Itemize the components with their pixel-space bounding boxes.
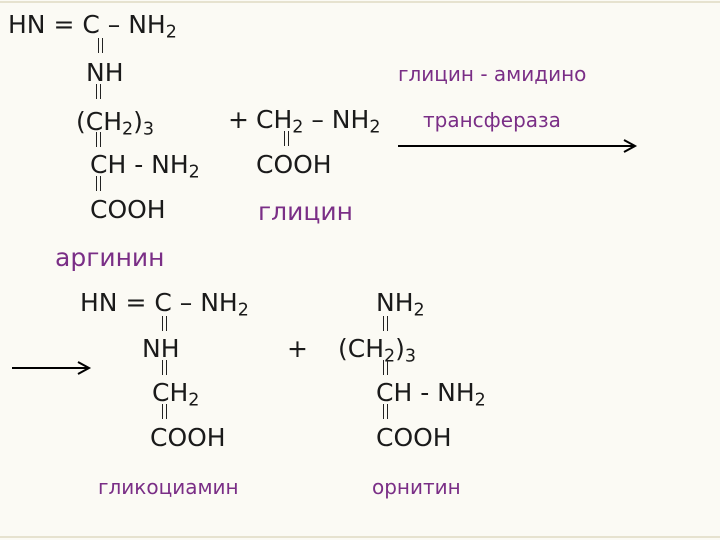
glycocyamine-nh: NH — [142, 334, 180, 363]
ornithine-plus: + — [287, 334, 308, 363]
glycocyamine-line1: HN = C – NH2 — [80, 288, 249, 321]
right-arrow-icon — [12, 361, 92, 375]
bottom-stripe — [0, 536, 720, 538]
arginine-bond-4 — [96, 176, 101, 191]
glycocyamine-ch2: CH2 — [152, 378, 200, 411]
ornithine-cooh: COOH — [376, 423, 452, 452]
ornithine-bond-2 — [383, 360, 388, 375]
glycocyamine-bond-1 — [162, 316, 167, 331]
ornithine-nh2: NH2 — [376, 288, 425, 321]
glycine-bond — [284, 131, 289, 146]
arginine-bond-3 — [96, 132, 101, 147]
arginine-bond-2 — [96, 84, 101, 99]
ornithine-ch2-3: (CH2)3 — [338, 334, 417, 367]
enzyme-name-line1: глицин - амидино — [398, 62, 587, 86]
glycocyamine-bond-3 — [162, 404, 167, 419]
ornithine-bond-3 — [383, 404, 388, 419]
glycine-cooh: COOH — [256, 150, 332, 179]
glycine-name: глицин — [258, 197, 353, 226]
right-arrow-icon — [398, 139, 638, 153]
glycine-ch2-nh2: CH2 – NH2 — [256, 105, 381, 138]
ornithine-name: орнитин — [372, 475, 461, 499]
arginine-line1: HN = C – NH2 — [8, 10, 177, 43]
arginine-name: аргинин — [55, 243, 165, 272]
glycine-plus: + — [228, 105, 249, 134]
arginine-bond-1 — [98, 38, 103, 53]
glycocyamine-bond-2 — [162, 360, 167, 375]
ornithine-ch-nh2: CH - NH2 — [376, 378, 486, 411]
top-stripe — [0, 1, 720, 3]
glycocyamine-cooh: COOH — [150, 423, 226, 452]
glycocyamine-name: гликоциамин — [98, 475, 239, 499]
arginine-ch-nh2: CH - NH2 — [90, 150, 200, 183]
arginine-nh: NH — [86, 58, 124, 87]
arginine-ch2-3: (CH2)3 — [76, 107, 155, 140]
arginine-cooh: COOH — [90, 195, 166, 224]
enzyme-name-line2: трансфераза — [423, 108, 561, 132]
ornithine-bond-1 — [383, 316, 388, 331]
